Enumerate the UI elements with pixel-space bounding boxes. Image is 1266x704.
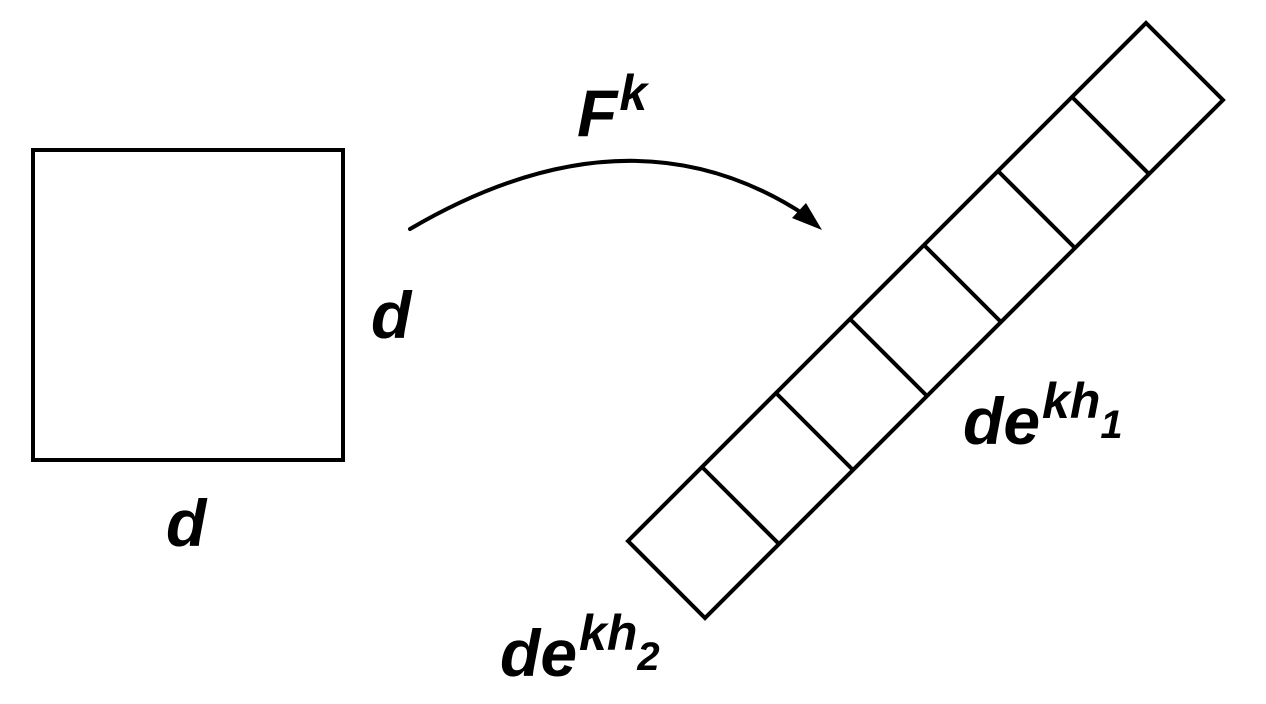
square-region — [31, 148, 345, 462]
map-arrow — [408, 158, 807, 231]
strip-short-side-subscript: 2 — [637, 635, 660, 679]
strip-dividers — [700, 95, 1151, 546]
stretched-strip — [625, 20, 1226, 621]
square-side-label: d — [371, 278, 412, 352]
strip-divider — [848, 317, 929, 398]
strip-divider — [700, 465, 781, 546]
strip-short-side-label: dekh2 — [500, 608, 660, 686]
strip-divider — [996, 169, 1077, 250]
strip-short-side-base: de — [500, 616, 578, 690]
strip-divider — [774, 391, 855, 472]
strip-long-side-subscript: 1 — [1100, 403, 1123, 447]
strip-divider — [922, 243, 1003, 324]
map-label: Fk — [577, 68, 647, 146]
map-label-base: F — [577, 76, 618, 150]
strip-long-side-exponent: kh — [1042, 373, 1101, 429]
strip-short-side-exponent: kh — [579, 605, 638, 661]
map-label-exponent: k — [619, 65, 648, 121]
strip-long-side-base: de — [963, 384, 1041, 458]
map-arrowhead — [792, 203, 822, 230]
strip-long-side-label: dekh1 — [963, 376, 1123, 454]
square-bottom-label: d — [166, 486, 207, 560]
strip-divider — [1070, 95, 1151, 176]
